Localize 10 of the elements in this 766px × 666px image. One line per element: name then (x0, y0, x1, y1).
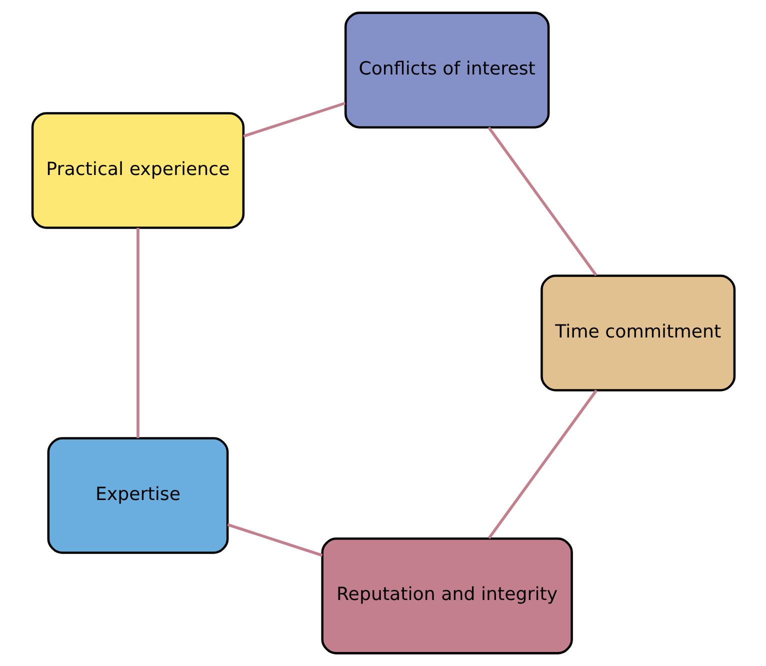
node-box: Conflicts of interest (344, 12, 550, 128)
connector (136, 228, 139, 438)
node-box: Time commitment (540, 274, 736, 392)
connector (487, 126, 597, 276)
connector (242, 102, 346, 138)
connector (487, 390, 598, 540)
connector (226, 523, 322, 557)
node-box: Reputation and integrity (320, 538, 572, 654)
node-box: Practical experience (30, 112, 244, 229)
node-box: Expertise (46, 437, 228, 554)
